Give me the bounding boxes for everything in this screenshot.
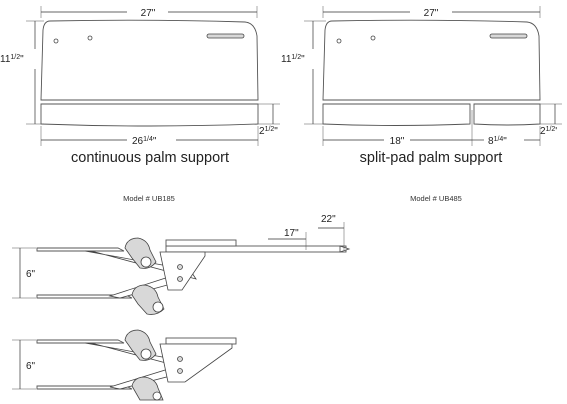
tray-raised [36, 339, 125, 344]
palm-support-right-pad [473, 103, 541, 126]
tray-continuous: 27" 111/2" 21/2" 261/4" continuous palm … [0, 6, 280, 203]
pad-right-width-label: 81/4" [488, 136, 507, 147]
knob-icon [140, 348, 152, 360]
bolt-icon [177, 276, 183, 282]
bolt-icon [177, 356, 183, 362]
model-label-right: Model # UB485 [410, 194, 462, 203]
pad-height-label: 21/2" [259, 126, 278, 137]
track-rail [165, 245, 347, 253]
tray-split: 27" 111/2" 21/2' 18" 81/4" split-pad pal… [281, 6, 562, 203]
swivel-bracket [159, 343, 233, 383]
height-label: 111/2" [281, 54, 305, 65]
track-end-cap-icon [339, 245, 351, 253]
width-bottom-label: 261/4" [132, 136, 157, 147]
keyboard-tray [322, 19, 541, 101]
side-view-retracted: 6" [12, 329, 237, 401]
bolt-icon [177, 368, 183, 374]
caption-continuous: continuous palm support [71, 150, 229, 166]
caption-split: split-pad palm support [360, 150, 503, 166]
pad-left-width-label: 18" [390, 136, 405, 147]
swivel-bracket [159, 251, 206, 291]
tray-lowered [36, 294, 133, 299]
height-label: 111/2" [0, 54, 24, 65]
track-cover [165, 239, 237, 247]
extension-22-label: 22" [321, 214, 336, 225]
side-view-extended: 6" 17" 22" [12, 214, 351, 315]
track-cover [165, 337, 237, 345]
screw-hole-icon [53, 38, 59, 44]
pad-height-label: 21/2' [540, 126, 557, 137]
width-top-label: 27" [424, 8, 439, 19]
drop-label: 6" [26, 269, 36, 280]
mouse-slot-icon [206, 33, 245, 39]
knob-icon [140, 256, 152, 268]
tray-lowered [36, 385, 133, 390]
mechanism-upper [124, 237, 157, 269]
screw-hole-icon [87, 35, 93, 41]
model-label-left: Model # UB185 [123, 194, 175, 203]
palm-support-continuous [40, 103, 259, 127]
width-top-label: 27" [141, 8, 156, 19]
mouse-slot-icon [489, 33, 528, 39]
knob-icon [152, 301, 164, 313]
extension-17-label: 17" [284, 228, 299, 239]
knob-icon [152, 391, 162, 401]
tray-raised [36, 247, 125, 252]
palm-support-left-pad [322, 103, 471, 126]
mechanism-upper [124, 329, 157, 361]
bolt-icon [177, 264, 183, 270]
screw-hole-icon [336, 38, 342, 44]
keyboard-tray [40, 19, 259, 101]
screw-hole-icon [370, 35, 376, 41]
drop-label: 6" [26, 361, 36, 372]
